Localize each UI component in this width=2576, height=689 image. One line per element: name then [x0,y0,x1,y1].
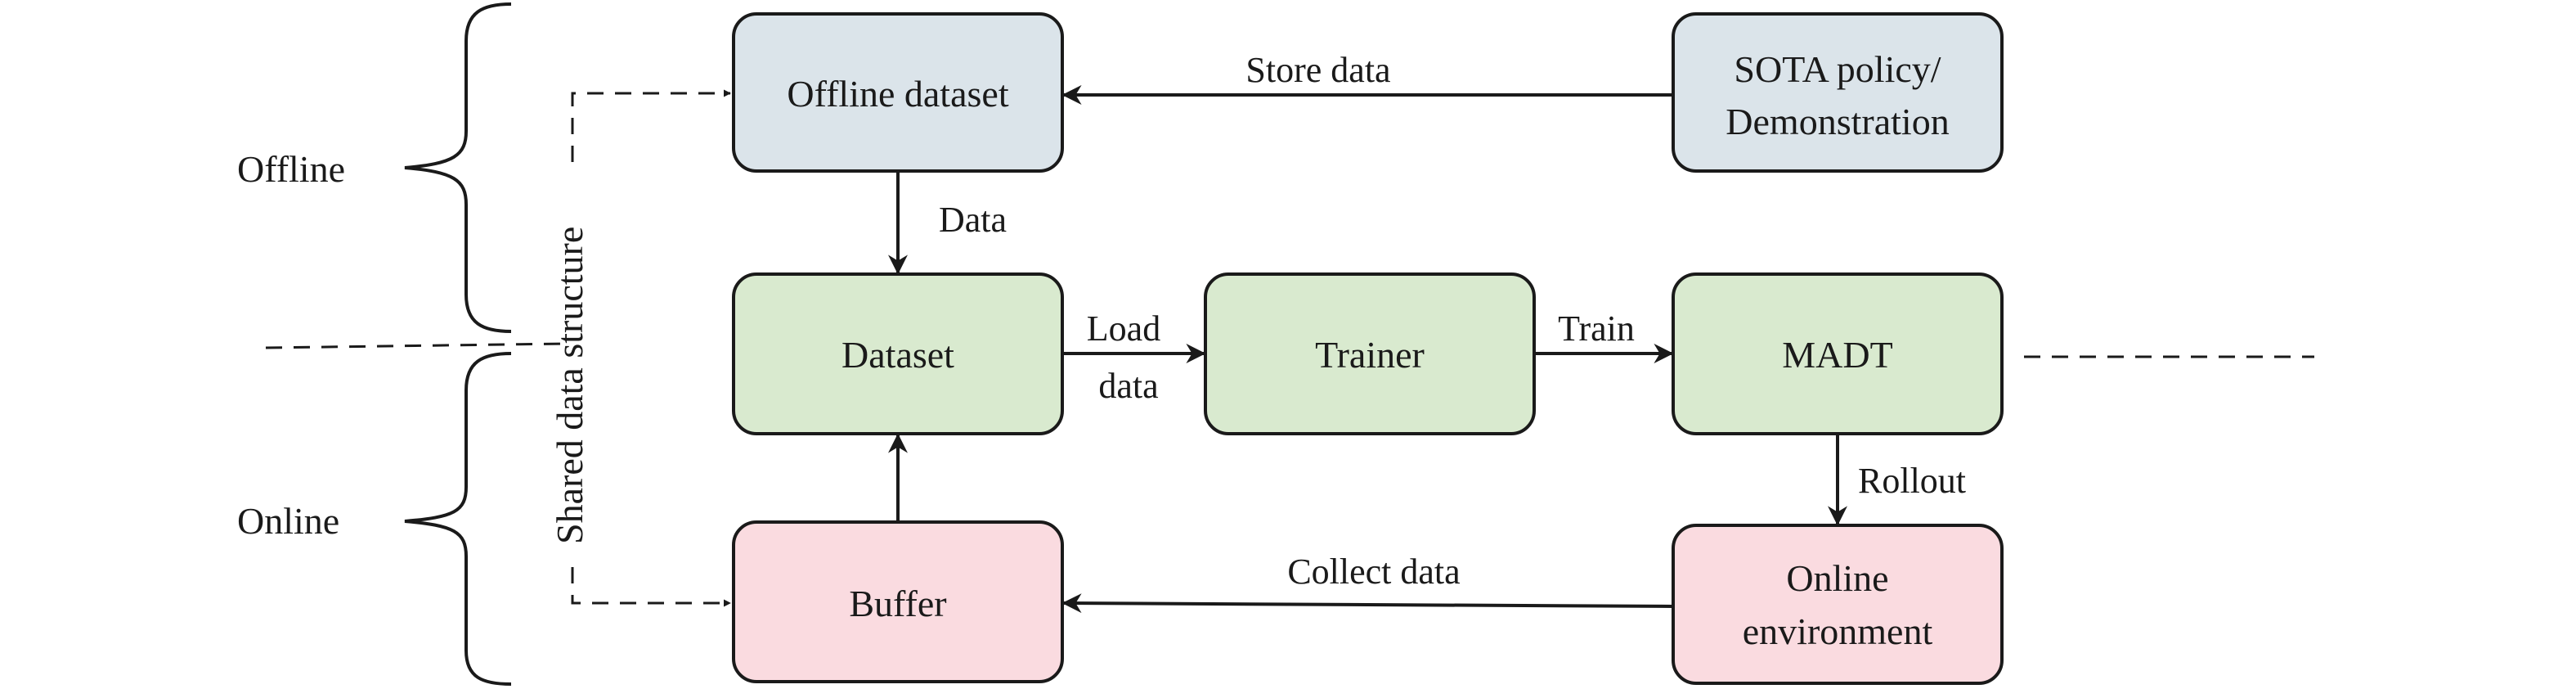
online-environment-node: Online environment [1672,524,2004,685]
load-data-label-line2: data [1098,366,1158,406]
rollout-label: Rollout [1858,461,1966,501]
data-label: Data [939,200,1007,240]
separator-dashed-left [265,342,565,349]
shared-arrow-to-buffer [571,567,731,607]
trainer-label: Trainer [1315,334,1425,376]
shared-arrow-to-offline [571,89,731,162]
offline-dataset-label: Offline dataset [787,73,1008,115]
offline-label: Offline [237,148,345,190]
collect-data-label: Collect data [1287,552,1460,592]
online-environment-label-line1: Online [1786,557,1888,599]
offline-dataset-node: Offline dataset [732,12,1064,173]
sota-policy-label-line1: SOTA policy/ [1734,48,1941,90]
online-brace [404,352,512,686]
offline-brace [404,2,512,333]
dataset-node: Dataset [732,272,1064,435]
sota-policy-label-line2: Demonstration [1726,101,1949,142]
collect-data-arrow [1061,593,1674,614]
buffer-node: Buffer [732,520,1064,683]
load-data-label-line1: Load [1087,308,1160,349]
train-label: Train [1558,308,1635,349]
trainer-node: Trainer [1204,272,1536,435]
store-data-label: Store data [1245,50,1390,90]
sota-policy-node: SOTA policy/ Demonstration [1672,12,2004,173]
online-label: Online [237,500,339,542]
dataset-label: Dataset [841,334,954,376]
shared-data-structure-label: Shared data structure [549,227,590,544]
online-environment-label-line2: environment [1743,610,1933,652]
buffer-label: Buffer [849,583,946,624]
madt-node: MADT [1672,272,2004,435]
madt-label: MADT [1782,334,1892,376]
